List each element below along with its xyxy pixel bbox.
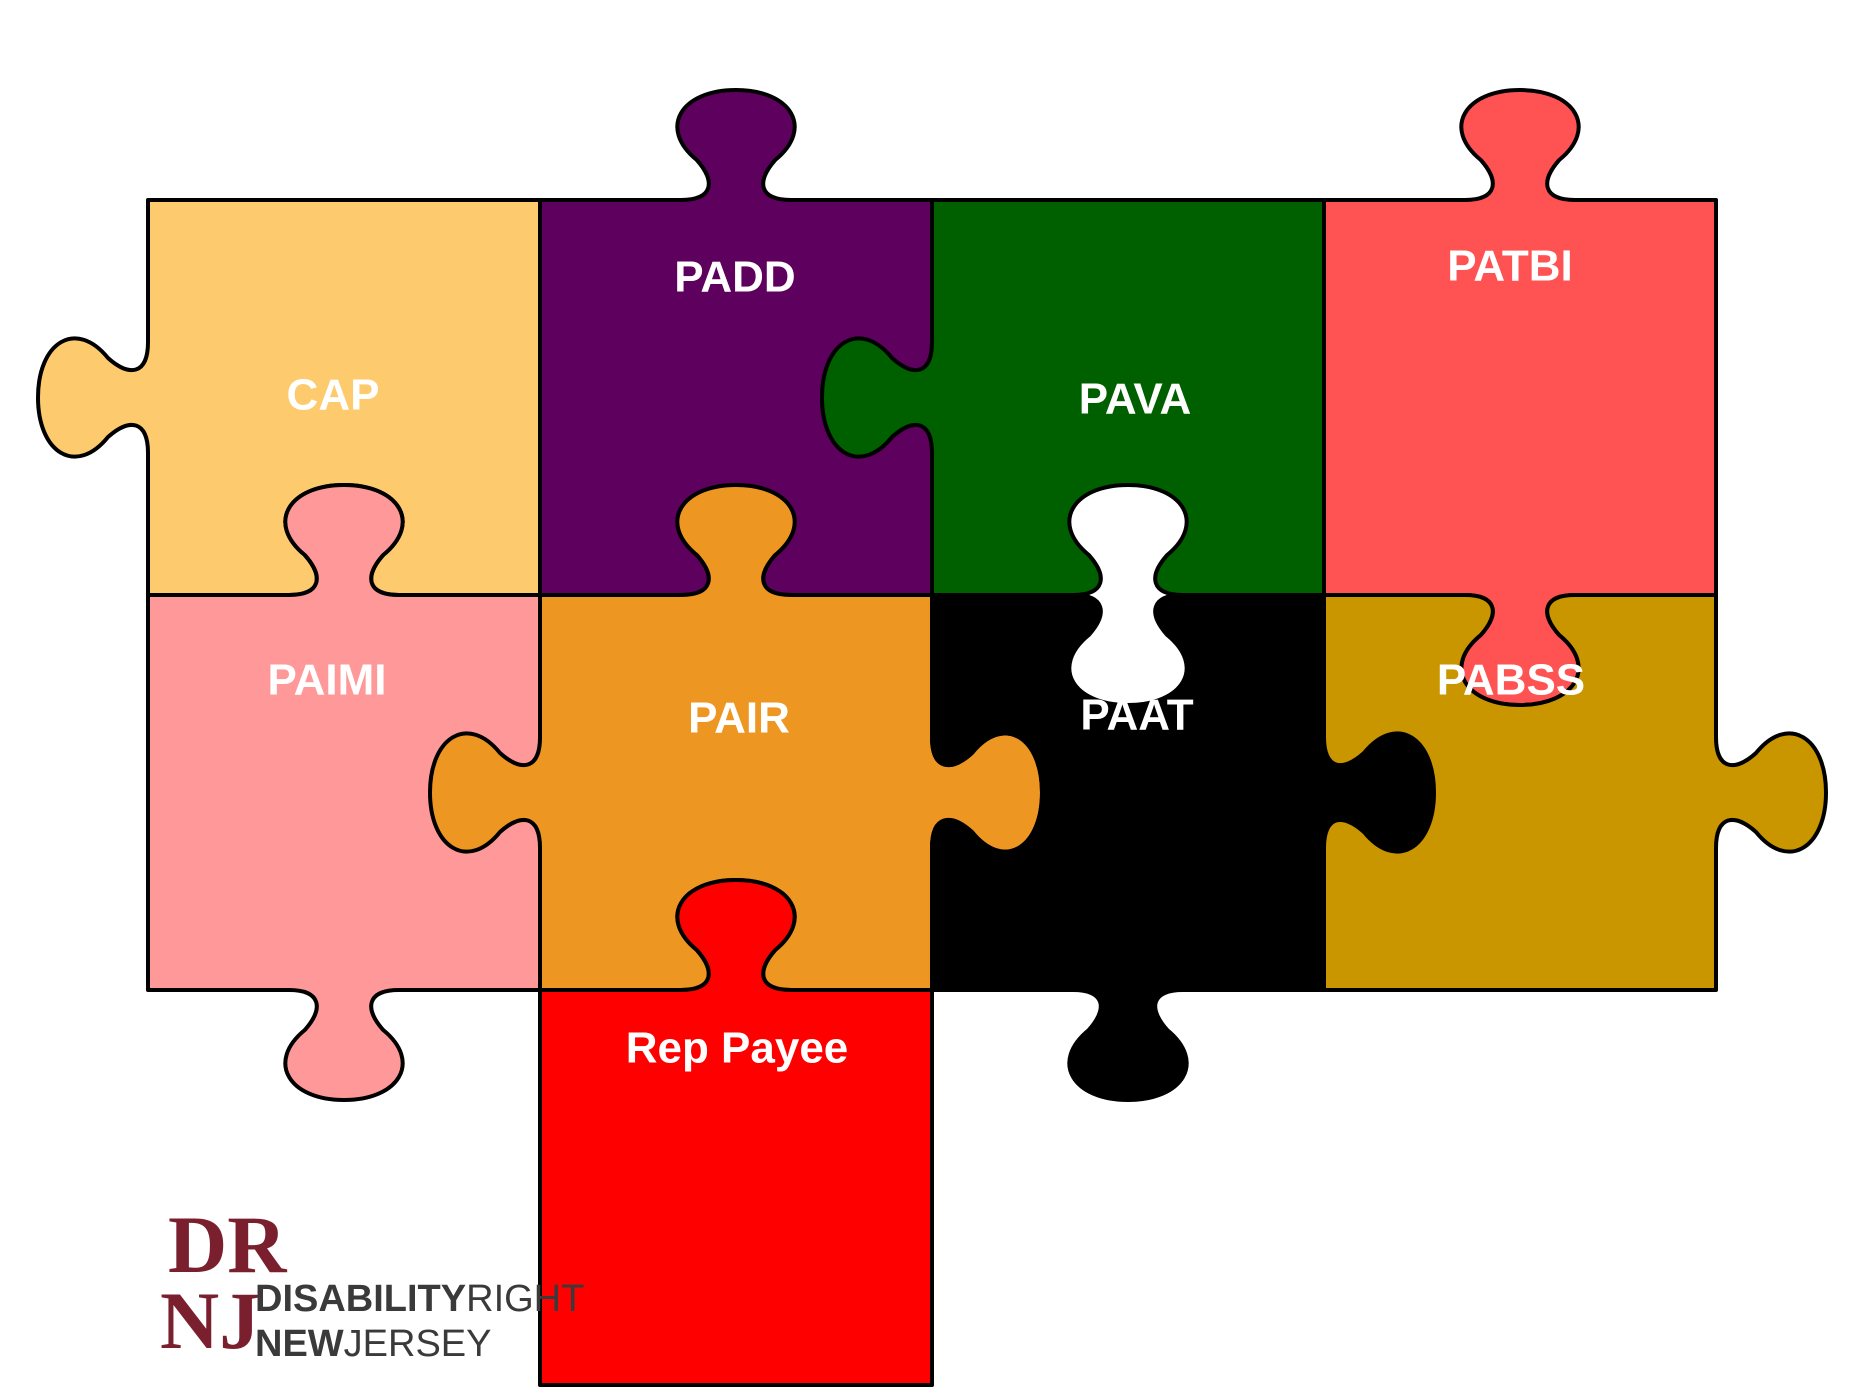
- puzzle-labels: CAP PADD PAVA PATBI PAIMI PAIR PAAT PABSS Rep Pa…: [268, 242, 1586, 1073]
- puzzle-label-pair: PAIR: [688, 694, 790, 743]
- puzzle-piece-rep-payee: [538, 878, 934, 1387]
- drnj-logo: DR NJ DISABILITYRIGHT NEWJERSEY: [160, 1199, 584, 1366]
- puzzle-label-paimi: PAIMI: [268, 656, 387, 705]
- puzzle-label-rep-payee: Rep Payee: [626, 1024, 849, 1073]
- puzzle-label-padd: PADD: [674, 253, 795, 302]
- logo-initials-bottom: NJ: [160, 1275, 260, 1366]
- logo-jersey-word: JERSEY: [344, 1323, 492, 1365]
- logo-disability-word: DISABILITY: [255, 1278, 466, 1320]
- logo-rights-word: RIGHT: [466, 1278, 584, 1320]
- logo-line-1: DISABILITYRIGHT: [255, 1278, 584, 1320]
- puzzle-piece-pabss: [1322, 593, 1828, 992]
- puzzle-label-pabss: PABSS: [1437, 656, 1585, 705]
- puzzle-label-patbi: PATBI: [1447, 242, 1572, 291]
- puzzle-pieces: [36, 88, 1828, 1387]
- puzzle-label-paat: PAAT: [1080, 691, 1193, 740]
- logo-line-2: NEWJERSEY: [255, 1323, 491, 1365]
- puzzle-label-cap: CAP: [287, 371, 380, 420]
- puzzle-label-pava: PAVA: [1079, 375, 1191, 424]
- logo-initials-top: DR: [168, 1199, 287, 1290]
- logo-new-word: NEW: [255, 1323, 344, 1365]
